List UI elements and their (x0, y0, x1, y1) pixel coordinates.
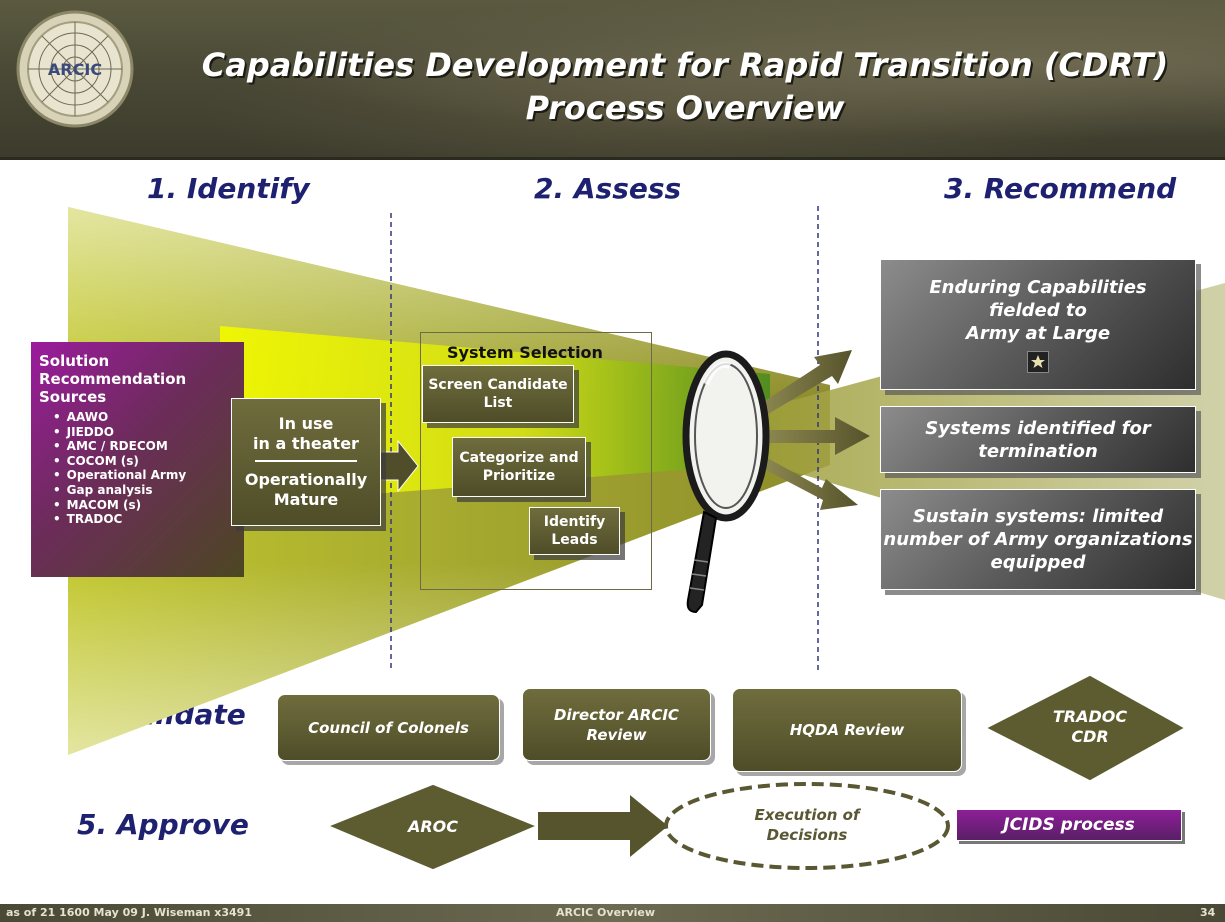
enduring-line-2: fielded to (989, 300, 1087, 321)
system-selection-frame (420, 332, 652, 590)
source-item: TRADOC (53, 512, 236, 527)
phase-approve: 5. Approve (77, 808, 249, 841)
title-line-1: Capabilities Development for Rapid Trans… (201, 46, 1169, 84)
page-title: Capabilities Development for Rapid Trans… (150, 44, 1220, 130)
in-use-box: In use in a theater Operationally Mature (231, 398, 381, 526)
in-use-line-1: In use (278, 414, 334, 433)
categorize-prioritize-box: Categorize and Prioritize (452, 437, 586, 497)
output-arrows (757, 350, 870, 510)
phase-recommend: 3. Recommend (944, 172, 1177, 205)
arcic-seal-icon: ARCIC (16, 10, 134, 128)
identify-leads-box: Identify Leads (529, 507, 620, 555)
hqda-review-box: HQDA Review (732, 688, 962, 772)
inuse-arrow (377, 439, 419, 493)
enduring-line-1: Enduring Capabilities (929, 277, 1147, 298)
solution-sources-box: Solution Recommendation Sources AAWO JIE… (31, 342, 244, 577)
sources-list: AAWO JIEDDO AMC / RDECOM COCOM (s) Opera… (39, 410, 236, 527)
council-of-colonels-box: Council of Colonels (277, 694, 500, 761)
enduring-line-3: Army at Large (965, 323, 1111, 344)
magnifier-icon (682, 350, 770, 614)
jcids-process-box: JCIDS process (956, 809, 1182, 841)
phase-identify: 1. Identify (147, 172, 310, 205)
termination-box: Systems identified for termination (880, 406, 1196, 473)
source-item: Gap analysis (53, 483, 236, 498)
footer-title: ARCIC Overview (556, 906, 656, 919)
source-item: COCOM (s) (53, 454, 236, 469)
in-use-line-4: Mature (273, 490, 339, 509)
seal-logo-text: ARCIC (48, 60, 102, 79)
header-texture (0, 0, 1225, 160)
screen-candidate-list-box: Screen Candidate List (422, 365, 574, 423)
aroc-to-execution-arrow (538, 795, 668, 857)
sustain-systems-box: Sustain systems: limited number of Army … (880, 489, 1196, 590)
phase-assess: 2. Assess (534, 172, 682, 205)
sources-title: Solution Recommendation Sources (39, 352, 187, 406)
army-star-icon (1027, 351, 1049, 373)
tradoc-cdr-diamond (984, 674, 1187, 782)
footer-bar: as of 21 1600 May 09 J. Wiseman x3491 AR… (0, 904, 1225, 922)
aroc-diamond (326, 783, 539, 871)
enduring-capabilities-box: Enduring Capabilities fielded to Army at… (880, 259, 1196, 390)
header-banner: ARCIC Capabilities Development for Rapid… (0, 0, 1225, 160)
in-use-divider (255, 460, 357, 462)
title-line-2: Process Overview (525, 89, 845, 127)
source-item: JIEDDO (53, 425, 236, 440)
footer-page-number: 34 (1200, 906, 1216, 919)
footer-date: as of 21 1600 May 09 J. Wiseman x3491 (6, 906, 252, 919)
aroc-label: AROC (406, 817, 458, 836)
system-selection-title: System Selection (447, 343, 603, 362)
director-arcic-review-box: Director ARCIC Review (522, 688, 711, 761)
in-use-line-2: in a theater (253, 434, 359, 453)
source-item: AAWO (53, 410, 236, 425)
source-item: AMC / RDECOM (53, 439, 236, 454)
execution-ellipse (664, 782, 950, 870)
source-item: MACOM (s) (53, 498, 236, 513)
in-use-line-3: Operationally (244, 470, 368, 489)
source-item: Operational Army (53, 468, 236, 483)
